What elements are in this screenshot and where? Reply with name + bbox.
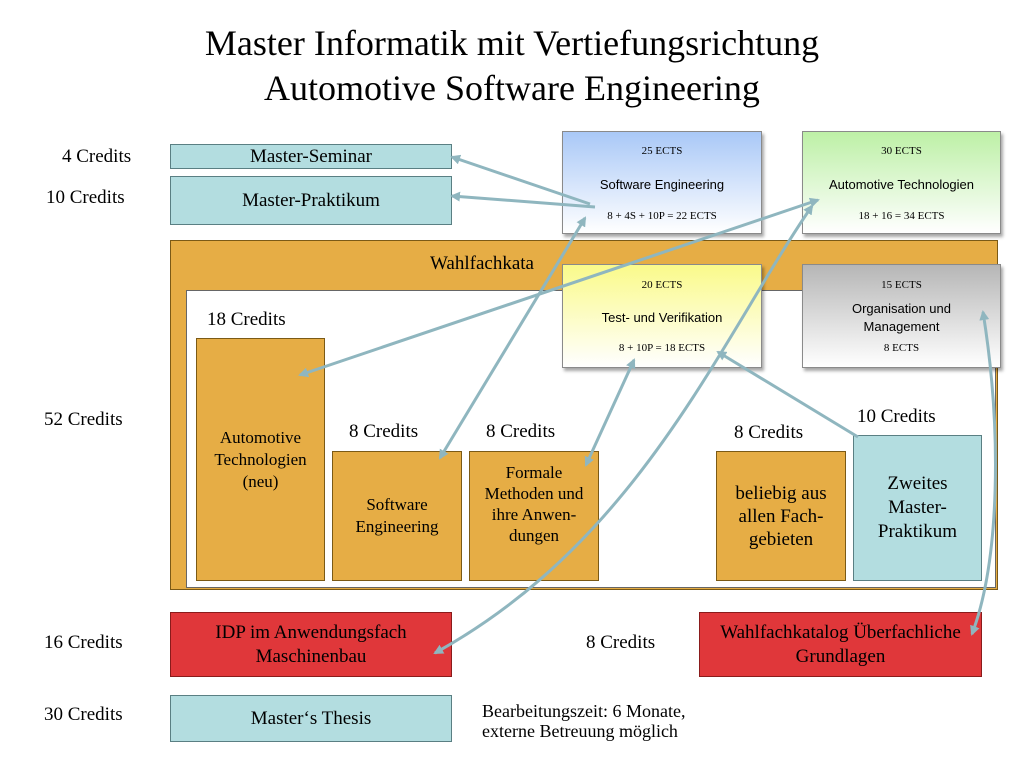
credits-praktikum: 10 Credits bbox=[46, 187, 125, 208]
thesis-note-2: externe Betreuung möglich bbox=[482, 721, 678, 741]
card-auto-name: Automotive Technologien bbox=[828, 177, 975, 192]
credits-thesis: 30 Credits bbox=[44, 704, 123, 725]
credits-seminar: 4 Credits bbox=[62, 146, 132, 167]
master-seminar-label: Master-Seminar bbox=[249, 145, 373, 167]
automotive-label: Automotive Technologien (neu) bbox=[214, 427, 307, 491]
thesis-box: Master‘s Thesis bbox=[170, 695, 452, 742]
thesis-label: Master‘s Thesis bbox=[250, 707, 372, 729]
automotive-credits: 18 Credits bbox=[207, 309, 286, 330]
title-line-1: Master Informatik mit Vertiefungsrichtun… bbox=[204, 23, 820, 63]
idp-box: IDP im Anwendungsfach Maschinenbau bbox=[170, 612, 452, 677]
card-org-formula: 8 ECTS bbox=[883, 342, 920, 354]
thesis-note-1: Bearbeitungszeit: 6 Monate, bbox=[482, 701, 686, 721]
arrow-auto-to-automotive-box bbox=[298, 197, 820, 378]
card-auto-ects: 30 ECTS bbox=[881, 145, 922, 157]
card-automotive: 30 ECTS Automotive Technologien 18 + 16 … bbox=[802, 131, 1001, 234]
arrow-zweites-to-test bbox=[716, 350, 859, 439]
card-organisation: 15 ECTS Organisation und Management 8 EC… bbox=[802, 264, 1001, 368]
master-seminar-box: Master-Seminar bbox=[170, 144, 452, 169]
arrow-se-to-se-box bbox=[438, 216, 587, 460]
se-credits: 8 Credits bbox=[349, 421, 419, 442]
arrow-auto-to-idp bbox=[433, 204, 814, 655]
title-line-2: Automotive Software Engineering bbox=[264, 68, 760, 108]
zweites-praktikum-box: Zweites Master-Praktikum bbox=[853, 435, 982, 581]
card-org-name-1: Organisation und bbox=[851, 301, 951, 316]
credits-wahlfach: 52 Credits bbox=[44, 409, 123, 430]
automotive-box: Automotive Technologien (neu) bbox=[196, 338, 325, 581]
zweites-praktikum-label: Zweites Master-Praktikum bbox=[877, 473, 958, 542]
arrow-test-to-formal bbox=[584, 358, 636, 467]
card-org-ects: 15 ECTS bbox=[881, 279, 922, 291]
zweites-credits: 10 Credits bbox=[857, 406, 936, 427]
credits-idp: 16 Credits bbox=[44, 632, 123, 653]
arrow-org-to-ueberfach bbox=[970, 310, 997, 636]
card-se-ects: 25 ECTS bbox=[641, 145, 683, 157]
card-org-name-2: Management bbox=[863, 319, 940, 334]
idp-label: IDP im Anwendungsfach Maschinenbau bbox=[215, 621, 407, 667]
arrow-se-to-seminar bbox=[450, 154, 591, 206]
software-engineering-label: Software Engineering bbox=[355, 495, 439, 536]
card-auto-formula: 18 + 16 = 34 ECTS bbox=[858, 210, 945, 222]
card-se-name: Software Engineering bbox=[599, 177, 725, 192]
